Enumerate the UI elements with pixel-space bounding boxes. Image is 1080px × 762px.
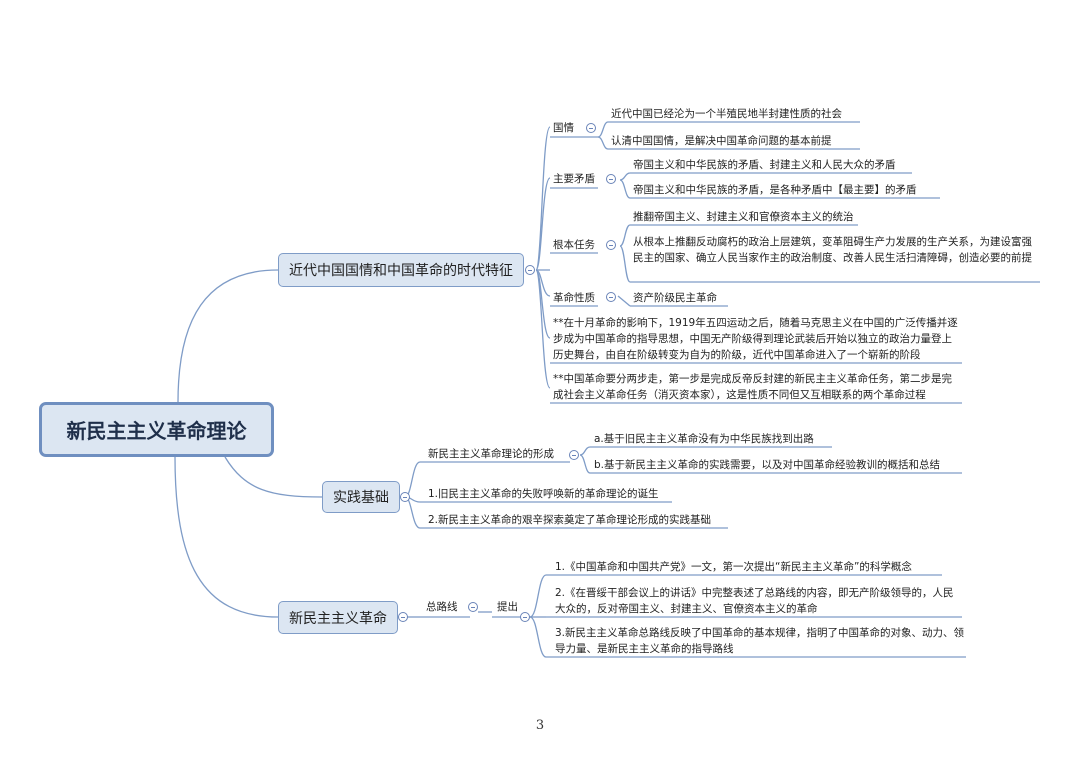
node-formation-item[interactable]: a.基于旧民主主义革命没有为中华民族找到出路	[594, 433, 814, 445]
branch-practice-basis[interactable]: 实践基础	[322, 481, 400, 513]
node-proposed[interactable]: 提出	[497, 601, 518, 613]
collapse-icon[interactable]	[400, 492, 410, 502]
collapse-icon[interactable]	[520, 612, 530, 622]
collapse-icon[interactable]	[606, 240, 616, 250]
node-guoqing-item[interactable]: 认清中国国情，是解决中国革命问题的基本前提	[611, 135, 832, 147]
node-contradiction-item[interactable]: 帝国主义和中华民族的矛盾、封建主义和人民大众的矛盾	[633, 159, 896, 171]
collapse-icon[interactable]	[606, 292, 616, 302]
collapse-icon[interactable]	[606, 174, 616, 184]
collapse-icon[interactable]	[569, 450, 579, 460]
branch-practice-basis-label: 实践基础	[333, 490, 389, 506]
collapse-icon[interactable]	[586, 123, 596, 133]
node-practice-item[interactable]: 2.新民主主义革命的艰辛探索奠定了革命理论形成的实践基础	[428, 514, 712, 526]
collapse-icon[interactable]	[525, 265, 535, 275]
root-node-label: 新民主主义革命理论	[66, 419, 247, 443]
node-main-contradiction[interactable]: 主要矛盾	[553, 173, 595, 185]
branch-new-democratic-revolution[interactable]: 新民主主义革命	[278, 601, 398, 634]
node-proposed-item[interactable]: 3.新民主主义革命总路线反映了中国革命的基本规律，指明了中国革命的对象、动力、领…	[555, 627, 965, 655]
node-task-item[interactable]: 从根本上推翻反动腐朽的政治上层建筑，变革阻碍生产力发展的生产关系，为建设富强民主…	[633, 236, 1032, 264]
node-note-may-fourth[interactable]: **在十月革命的影响下，1919年五四运动之后，随着马克思主义在中国的广泛传播并…	[553, 317, 958, 361]
branch-characteristics[interactable]: 近代中国国情和中国革命的时代特征	[278, 253, 524, 287]
node-proposed-item[interactable]: 1.《中国革命和中国共产党》一文，第一次提出“新民主主义革命”的科学概念	[555, 561, 912, 573]
branch-characteristics-label: 近代中国国情和中国革命的时代特征	[289, 263, 513, 279]
node-practice-item[interactable]: 1.旧民主主义革命的失败呼唤新的革命理论的诞生	[428, 488, 659, 500]
page-number: 3	[535, 718, 545, 733]
node-guoqing[interactable]: 国情	[553, 122, 574, 134]
collapse-icon[interactable]	[468, 602, 478, 612]
node-general-line[interactable]: 总路线	[426, 601, 458, 613]
collapse-icon[interactable]	[398, 612, 408, 622]
node-guoqing-item[interactable]: 近代中国已经沦为一个半殖民地半封建性质的社会	[611, 108, 842, 120]
node-contradiction-item[interactable]: 帝国主义和中华民族的矛盾，是各种矛盾中【最主要】的矛盾	[633, 184, 917, 196]
root-node[interactable]: 新民主主义革命理论	[39, 402, 274, 457]
node-task-item[interactable]: 推翻帝国主义、封建主义和官僚资本主义的统治	[633, 211, 854, 223]
branch-new-democratic-revolution-label: 新民主主义革命	[289, 610, 387, 627]
node-revolution-nature[interactable]: 革命性质	[553, 292, 595, 304]
node-note-two-steps[interactable]: **中国革命要分两步走，第一步是完成反帝反封建的新民主主义革命任务，第二步是完成…	[553, 373, 952, 401]
node-fundamental-task[interactable]: 根本任务	[553, 239, 595, 251]
node-formation-item[interactable]: b.基于新民主主义革命的实践需要，以及对中国革命经验教训的概括和总结	[594, 459, 941, 471]
node-proposed-item[interactable]: 2.《在晋绥干部会议上的讲话》中完整表述了总路线的内容，即无产阶级领导的，人民大…	[555, 587, 954, 615]
node-nature-item[interactable]: 资产阶级民主革命	[633, 292, 717, 304]
node-theory-formation[interactable]: 新民主主义革命理论的形成	[428, 448, 554, 460]
